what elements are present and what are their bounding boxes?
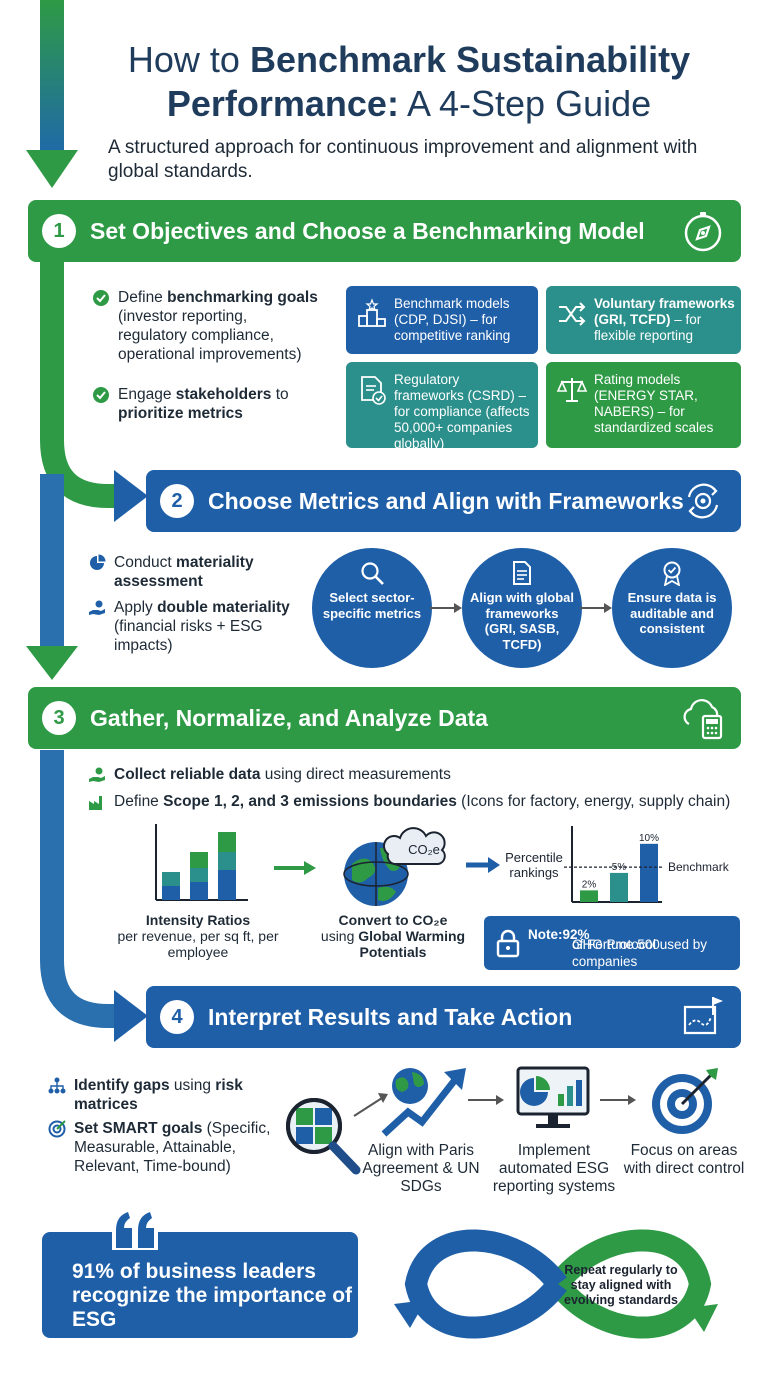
circle-align-frameworks: Align with global frameworks (GRI, SASB,… (462, 548, 582, 668)
intensity-bars-icon (155, 824, 248, 901)
quote-icon (116, 1212, 154, 1248)
badge-icon (663, 561, 681, 586)
action-reporting-caption: Implement automated ESG reporting system… (492, 1142, 616, 1195)
hierarchy-icon (48, 1077, 66, 1094)
card-regulatory-frameworks: Regulatory frameworks (CSRD) – for compl… (346, 362, 538, 451)
percentile-chart: 2%5%10%Benchmark (564, 826, 730, 903)
target-icon (48, 1120, 66, 1138)
gear-cycle-icon (687, 483, 719, 519)
cloud-calculator-icon (683, 699, 723, 740)
step1-number: 1 (42, 214, 76, 248)
scales-icon (556, 378, 588, 402)
page-title: How to Benchmark Sustainability Performa… (64, 38, 754, 126)
percentile-bar (640, 843, 658, 902)
step1-bullet-goals: Define benchmarking goals (investor repo… (92, 288, 318, 364)
card-voluntary-frameworks: Voluntary frameworks (GRI, TCFD) – for f… (546, 286, 741, 354)
circle-select-metrics: Select sector-specific metrics (312, 548, 432, 668)
page-subtitle: A structured approach for continuous imp… (108, 137, 698, 182)
step4-bullet-smart: Set SMART goals (Specific, Measurable, A… (48, 1119, 280, 1176)
step4-bullet-gaps: Identify gaps using risk matrices (48, 1076, 274, 1114)
quote-box: 91% of business leaders recognize the im… (42, 1210, 358, 1338)
globe-growth-icon (381, 1068, 466, 1137)
monitor-chart-icon (516, 1066, 590, 1128)
arrow-icon (580, 603, 612, 613)
step1-title: Set Objectives and Choose a Benchmarking… (90, 217, 645, 244)
shuffle-icon (559, 302, 586, 326)
circle-ensure-data: Ensure data is auditable and consistent (612, 548, 732, 668)
action-paris-caption: Align with Paris Agreement & UN SDGs (362, 1142, 480, 1195)
quote-text: 91% of business leaders recognize the im… (72, 1260, 353, 1331)
magnifier-icon (361, 562, 384, 585)
arrow-icon (274, 861, 316, 875)
step3-bullet-collect: Collect reliable data using direct measu… (88, 765, 688, 784)
percentile-bar-label: 2% (582, 879, 597, 890)
step1-bullet-stakeholders: Engage stakeholders to prioritize metric… (92, 385, 318, 423)
hand-coin-icon (89, 767, 105, 782)
arrow-icon (466, 857, 500, 873)
step2-number: 2 (160, 484, 194, 518)
card-benchmark-models: Benchmark models (CDP, DJSI) – for compe… (346, 286, 538, 354)
pie-chart-icon (90, 554, 106, 570)
document-check-icon (361, 376, 386, 405)
step3-title: Gather, Normalize, and Analyze Data (90, 704, 488, 731)
map-flag-icon (683, 997, 723, 1035)
step1-banner: 1 Set Objectives and Choose a Benchmarki… (28, 200, 741, 262)
step4-number: 4 (160, 1000, 194, 1034)
check-icon (93, 290, 109, 306)
step3-banner: 3 Gather, Normalize, and Analyze Data (28, 687, 741, 749)
step3-bullet-scope: Define Scope 1, 2, and 3 emissions bound… (88, 792, 748, 811)
benchmark-label: Benchmark (668, 860, 730, 874)
step4-title: Interpret Results and Take Action (208, 1003, 573, 1030)
action-focus-caption: Focus on areas with direct control (623, 1142, 745, 1177)
step2-bullet-materiality: Conduct materiality assessment (88, 553, 288, 591)
factory-icon (89, 796, 102, 810)
podium-icon (358, 298, 386, 327)
arrow-icon (600, 1095, 636, 1105)
lock-icon (496, 929, 520, 958)
step3-number: 3 (42, 701, 76, 735)
percentile-bar (580, 890, 598, 902)
title-suffix: A 4-Step Guide (406, 83, 652, 124)
step2-bullet-double-materiality: Apply double materiality (financial risk… (88, 598, 298, 655)
target-icon (652, 1068, 718, 1134)
step4-banner: 4 Interpret Results and Take Action (146, 986, 741, 1048)
co2e-cloud-label: CO₂e (408, 842, 440, 857)
arrow-icon (468, 1095, 504, 1105)
hand-coin-icon (89, 600, 105, 615)
compass-icon (684, 212, 722, 252)
risk-magnifier-icon (286, 1098, 361, 1175)
card-rating-models: Rating models (ENERGY STAR, NABERS) – fo… (546, 362, 741, 448)
title-strong: Benchmark Sustainability Performance: (166, 39, 691, 124)
chart-ylabel: Percentile rankings (505, 850, 563, 880)
percentile-bar-label: 10% (639, 833, 659, 844)
percentile-bar (610, 872, 628, 902)
arrow-icon (353, 1093, 388, 1117)
step2-banner: 2 Choose Metrics and Align with Framewor… (146, 470, 741, 532)
check-icon (93, 387, 109, 403)
globe-icon (343, 827, 446, 906)
document-icon (513, 561, 531, 585)
title-prefix: How to (127, 39, 240, 80)
step2-title: Choose Metrics and Align with Frameworks (208, 487, 684, 514)
loop-text: Repeat regularly to stay aligned with ev… (564, 1263, 678, 1307)
ghg-note: Note: GHG Protocol used by 92% of Fortun… (484, 916, 740, 970)
arrow-icon (430, 603, 462, 613)
infinity-loop-icon (394, 1229, 718, 1339)
